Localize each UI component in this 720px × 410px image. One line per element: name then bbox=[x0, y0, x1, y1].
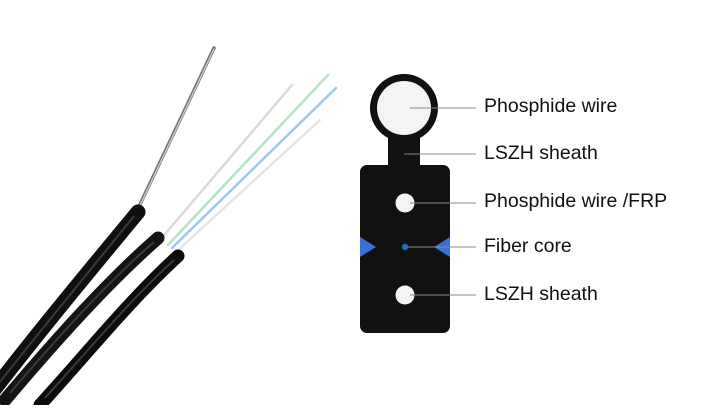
fiber-strand bbox=[158, 83, 294, 242]
left-notch-marker bbox=[360, 237, 376, 257]
fiber-strand bbox=[174, 118, 322, 254]
phosphide-wire-frp-upper bbox=[395, 193, 415, 213]
phosphide-wire-core bbox=[377, 81, 431, 135]
cable-jacket bbox=[0, 231, 165, 407]
leader-lines bbox=[404, 107, 476, 296]
label-phosphide-wire: Phosphide wire bbox=[484, 95, 618, 117]
cross-section bbox=[360, 74, 450, 333]
fiber-strand bbox=[166, 73, 330, 247]
label-lszh-sheath-bottom: LSZH sheath bbox=[484, 283, 598, 305]
fiber-core-dot bbox=[401, 243, 409, 251]
label-lszh-sheath-top: LSZH sheath bbox=[484, 142, 598, 164]
phosphide-wire-frp-lower bbox=[395, 285, 415, 305]
fiber-strand bbox=[170, 86, 338, 250]
label-phosphide-wire-frp: Phosphide wire /FRP bbox=[484, 190, 668, 212]
cable-photo bbox=[0, 46, 338, 410]
label-fiber-core: Fiber core bbox=[484, 235, 572, 257]
